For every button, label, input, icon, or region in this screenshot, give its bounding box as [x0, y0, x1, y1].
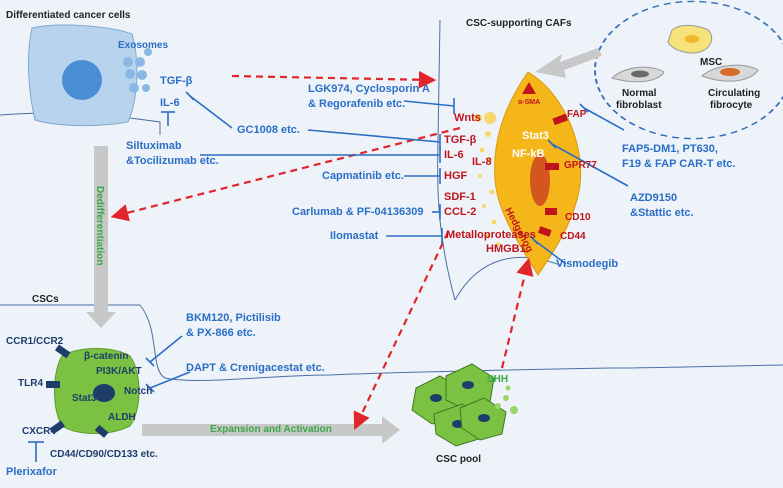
plerixafor-label: Plerixafor — [6, 466, 57, 478]
dedifferentiation-arrow-shaft — [94, 146, 108, 312]
il8-factor-label: IL-8 — [472, 156, 492, 168]
beta-catenin-label: β-catenin — [84, 351, 129, 362]
csc-region-line — [0, 304, 783, 381]
asma-label: α-SMA — [518, 99, 541, 106]
shh-dots — [495, 385, 518, 414]
normal-fibroblast-label-1: Normal — [622, 88, 657, 99]
arrow-pool-to-caf — [500, 257, 534, 369]
vismodegib-label: Vismodegib — [556, 258, 619, 270]
dedifferentiation-label: Dedifferentiation — [94, 186, 105, 266]
tocilizumab-label: &Tocilizumab etc. — [126, 155, 219, 167]
stat3-csc-label: Stat3 — [72, 393, 97, 404]
cscs-title: CSCs — [32, 294, 59, 305]
tlr4-label: TLR4 — [18, 378, 43, 389]
stat3-caf-label: Stat3 — [522, 130, 549, 142]
f19-label: F19 & FAP CAR-T etc. — [622, 158, 736, 170]
shh-label: SHH — [487, 374, 509, 385]
ccl2-factor-label: CCL-2 — [444, 206, 477, 218]
cxcr4-label: CXCR4 — [22, 426, 56, 437]
cd44-caf-label: CD44 — [560, 231, 586, 242]
lgk974-label: LGK974, Cyclosporin A — [308, 83, 430, 95]
dedifferentiation-arrow-head — [86, 312, 116, 328]
il6-factor-label: IL-6 — [444, 149, 464, 161]
asma-marker — [522, 82, 536, 94]
exosome-dots — [123, 48, 152, 93]
notch-label: Notch — [124, 386, 153, 397]
bkm120-label: BKM120, Pictilisib — [186, 312, 281, 324]
il6-label: IL-6 — [160, 97, 180, 109]
csc-pool-cells — [411, 363, 507, 447]
sdf1-factor-label: SDF-1 — [444, 191, 476, 203]
fibrocyte-label-1: Circulating — [708, 88, 761, 99]
origin-to-caf-arrow — [535, 48, 602, 78]
azd9150-label: AZD9150 — [630, 192, 678, 204]
caf-nucleus — [530, 154, 550, 206]
normal-fibroblast-label-2: fibroblast — [616, 100, 662, 111]
stattic-label: &Stattic etc. — [630, 207, 694, 219]
gpr77-label: GPR77 — [564, 160, 597, 171]
arrow-cancer-to-caf — [231, 70, 437, 89]
tgf-beta-factor-label: TGF-β — [444, 134, 477, 146]
pi3k-label: PI3K/AKT — [96, 366, 142, 377]
csc-nucleus — [93, 384, 115, 402]
csc-pool-title: CSC pool — [436, 454, 481, 465]
origin-circle — [594, 0, 783, 140]
capmatinib-label: Capmatinib etc. — [322, 170, 404, 182]
caf-receptors — [537, 113, 568, 237]
ccr-label: CCR1/CCR2 — [6, 336, 64, 347]
inhibition-lines — [28, 91, 629, 462]
carlumab-label: Carlumab & PF-04136309 — [292, 206, 424, 218]
nfkb-label: NF-kB — [512, 148, 545, 160]
caf-secretion-dots — [474, 112, 500, 246]
cancer-cell-nucleus — [62, 60, 102, 100]
siltuximab-label: Siltuximab — [126, 140, 182, 152]
cd10-label: CD10 — [565, 212, 591, 223]
csc-markers-label: CD44/CD90/CD133 etc. — [50, 449, 158, 460]
fap-label: FAP — [567, 109, 587, 120]
px866-label: & PX-866 etc. — [186, 327, 256, 339]
dapt-label: DAPT & Crenigacestat etc. — [186, 362, 325, 374]
expansion-arrow-head — [382, 416, 400, 444]
csc-receptors — [46, 344, 109, 438]
fap5-label: FAP5-DM1, PT630, — [622, 143, 718, 155]
regorafenib-label: & Regorafenib etc. — [308, 98, 406, 110]
caf-region-line — [437, 19, 456, 301]
hgf-factor-label: HGF — [444, 170, 468, 182]
expansion-arrow-shaft — [142, 424, 382, 436]
wnts-label: Wnts — [454, 112, 481, 124]
metalloproteases-factor-label: Metalloproteases — [446, 229, 536, 241]
exosomes-label: Exosomes — [118, 40, 169, 51]
cafs-title: CSC-supporting CAFs — [466, 18, 572, 29]
fibrocyte-label-2: fibrocyte — [710, 100, 753, 111]
hmgb1-factor-label: HMGB1 — [486, 243, 526, 255]
gc1008-label: GC1008 etc. — [237, 124, 300, 136]
ilomastat-label: Ilomastat — [330, 230, 379, 242]
tgf-beta-label: TGF-β — [160, 75, 193, 87]
expansion-label: Expansion and Activation — [210, 424, 332, 435]
aldh-label: ALDH — [108, 412, 136, 423]
msc-label: MSC — [700, 57, 723, 68]
cancer-cells-title: Differentiated cancer cells — [6, 10, 131, 21]
